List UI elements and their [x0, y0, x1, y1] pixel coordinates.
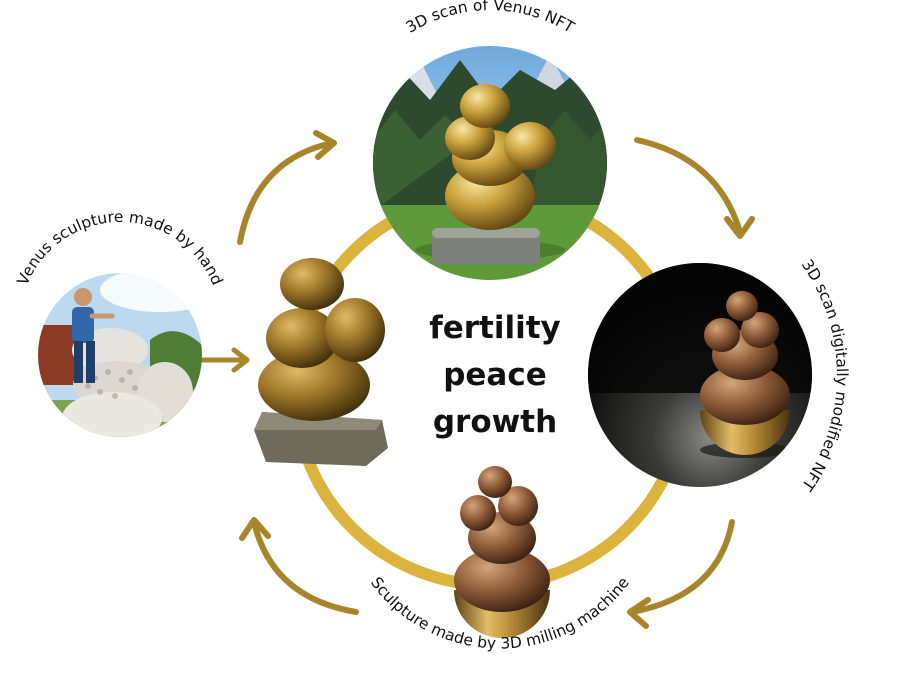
milled-sculpture-image	[454, 466, 550, 638]
center-words: fertility peace growth	[395, 305, 595, 446]
photo-modified-nft	[588, 263, 812, 487]
bronze-sculpture-image	[254, 258, 388, 466]
arrow-icon	[627, 519, 735, 629]
arrow-icon	[237, 130, 337, 245]
word-fertility: fertility	[429, 310, 561, 346]
word-growth: growth	[432, 404, 558, 440]
word-peace: peace	[443, 357, 547, 393]
photo-3d-scan-venus	[373, 46, 607, 280]
arrow-icon	[239, 517, 359, 615]
arrow-icon	[634, 137, 755, 239]
stage-label-scan: 3D scan of Venus NFT	[403, 0, 578, 37]
photo-hand-sculpting	[38, 273, 202, 437]
arrow-icon	[200, 347, 250, 373]
